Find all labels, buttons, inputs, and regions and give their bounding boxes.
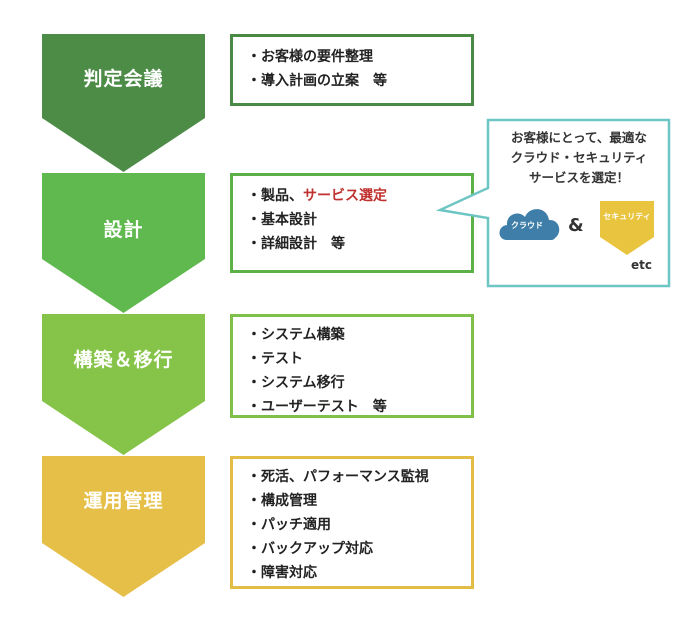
list-item: システム構築 (247, 323, 471, 347)
stage-chevron-fill (42, 34, 205, 172)
list-item: 製品、サービス選定 (247, 184, 471, 208)
stage-build-migration: 構築＆移行 (42, 314, 205, 455)
security-shield-icon (600, 201, 654, 255)
stage-chevron-fill (42, 456, 205, 597)
callout-message: お客様にとって、最適な クラウド・セキュリティ サービスを選定！ (487, 128, 671, 188)
cloud-icon (499, 209, 560, 240)
stage-detail-box-build: システム構築 テスト システム移行 ユーザーテスト 等 (230, 314, 474, 418)
stage-chevron-shape (42, 34, 205, 172)
stage-judgment-meeting: 判定会議 (42, 34, 205, 172)
list-item: 障害対応 (247, 561, 471, 585)
list-item: システム移行 (247, 371, 471, 395)
list-item: 基本設計 (247, 208, 471, 232)
stage-chevron-shape (42, 314, 205, 455)
list-item: 死活、パフォーマンス監視 (247, 465, 471, 489)
list-item: ユーザーテスト 等 (247, 395, 471, 419)
stage-design: 設計 (42, 173, 205, 313)
stage-operations: 運用管理 (42, 456, 205, 597)
security-label: セキュリティ (603, 212, 651, 221)
list-item: バックアップ対応 (247, 537, 471, 561)
item-text: 製品、 (261, 188, 303, 204)
callout-bubble (435, 118, 671, 288)
stage-detail-box-design: 製品、サービス選定 基本設計 詳細設計 等 (230, 173, 474, 273)
list-item: テスト (247, 347, 471, 371)
stage-chevron-fill (42, 173, 205, 313)
cloud-label: クラウド (511, 221, 543, 230)
callout-line: サービスを選定！ (528, 170, 629, 185)
list-item: お客様の要件整理 (247, 45, 471, 69)
stage-chevron-shape (42, 173, 205, 313)
list-item: 導入計画の立案 等 (247, 69, 471, 93)
highlight-text: サービス選定 (303, 188, 387, 204)
list-item: 構成管理 (247, 489, 471, 513)
list-item: パッチ適用 (247, 513, 471, 537)
stage-title: 構築＆移行 (73, 349, 174, 371)
list-item: 詳細設計 等 (247, 232, 471, 256)
stage-chevron-shape (42, 456, 205, 597)
stage-title: 運用管理 (83, 490, 164, 512)
ampersand: & (568, 215, 584, 236)
etc-label: etc (631, 258, 652, 272)
stage-detail-box-judgment: お客様の要件整理 導入計画の立案 等 (230, 34, 474, 106)
callout-line: お客様にとって、最適な (511, 130, 647, 145)
stage-title: 設計 (103, 219, 144, 241)
callout-line: クラウド・セキュリティ (510, 150, 648, 165)
stage-title: 判定会議 (83, 68, 164, 90)
stage-detail-box-operations: 死活、パフォーマンス監視 構成管理 パッチ適用 バックアップ対応 障害対応 (230, 456, 474, 589)
stage-chevron-fill (42, 314, 205, 455)
